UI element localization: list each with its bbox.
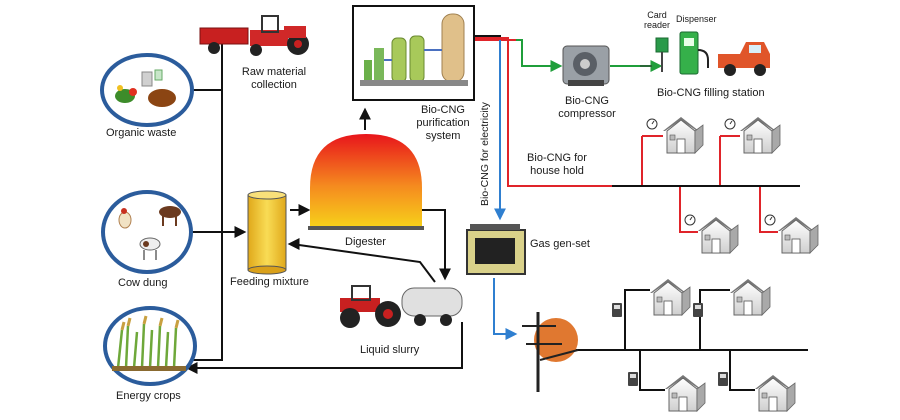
household-gas-lines: [474, 37, 778, 233]
digester-label: Digester: [345, 236, 386, 248]
electric-house-3: [664, 374, 706, 412]
gas-meter-4: [764, 214, 776, 226]
organic-waste-icon: [100, 53, 194, 127]
feeding-tank-icon: [247, 190, 287, 275]
cow-dung-label: Cow dung: [118, 277, 168, 289]
electricity-lines: [493, 40, 518, 340]
electric-house-2: [729, 278, 771, 316]
household-label: Bio-CNG for house hold: [527, 152, 587, 177]
energy-crops-icon: [103, 306, 197, 386]
generator-icon: [466, 224, 526, 275]
electric-meter-4: [718, 372, 728, 386]
organic-waste-label: Organic waste: [106, 127, 177, 139]
electric-meter-3: [628, 372, 638, 386]
gas-meter-1: [646, 118, 658, 130]
electric-meter-2: [693, 303, 703, 317]
gas-meter-3: [684, 214, 696, 226]
compressor-label: Bio-CNG compressor: [558, 95, 616, 120]
power-grid-lines: [575, 289, 808, 391]
purification-label: Bio-CNG purification system: [416, 104, 470, 142]
digester-dome-icon: [308, 134, 424, 230]
card-reader-label: Card reader: [643, 10, 670, 30]
dispenser-label: Dispenser: [676, 14, 717, 24]
electric-meter-1: [612, 303, 622, 317]
feeding-mixture-label: Feeding mixture: [230, 276, 309, 288]
electric-house-1: [649, 278, 691, 316]
gas-house-2: [739, 116, 781, 154]
card-reader-icon: [655, 37, 669, 72]
gas-meter-2: [724, 118, 736, 130]
transformer-pole-icon: [522, 312, 579, 392]
liquid-slurry-label: Liquid slurry: [360, 344, 420, 356]
electricity-label: Bio-CNG for electricity: [479, 102, 491, 206]
gen-set-label: Gas gen-set: [530, 238, 590, 250]
gas-house-1: [662, 116, 704, 154]
cow-dung-icon: [101, 190, 193, 274]
gas-house-4: [777, 216, 819, 254]
fuel-dispenser-icon: [679, 31, 709, 75]
purification-plant-icon: [352, 5, 475, 101]
raw-material-label: Raw material collection: [241, 66, 307, 91]
filling-station-label: Bio-CNG filling station: [657, 87, 765, 99]
truck-icon: [718, 42, 770, 76]
energy-crops-label: Energy crops: [116, 390, 181, 402]
gas-house-3: [697, 216, 739, 254]
compressor-icon: [562, 45, 610, 86]
tractor-trailer-icon: [199, 15, 309, 56]
electric-house-4: [754, 374, 796, 412]
slurry-tanker-icon: [340, 285, 463, 328]
